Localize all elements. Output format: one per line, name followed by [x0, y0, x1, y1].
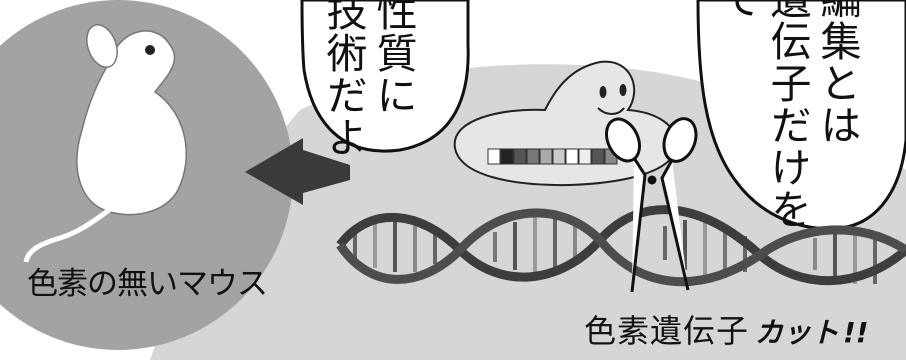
speech-right-line-1: 編集とは — [813, 0, 861, 146]
speech-bubble-left — [300, 0, 470, 153]
protein-mouth — [597, 107, 625, 115]
mouse-eye — [145, 45, 155, 55]
white-mouse — [23, 24, 187, 263]
protein-eye-right — [619, 84, 627, 96]
scissors-icon — [605, 117, 698, 293]
speech-bubble-right — [696, 0, 906, 231]
exclaim-label: !! — [843, 316, 869, 349]
gene-label: 色素遺伝子 — [584, 312, 750, 350]
speech-text-left: 性質に 技術だよ — [318, 0, 418, 158]
speech-left-line-2: 技術だよ — [319, 0, 367, 158]
arrow-icon — [245, 138, 350, 205]
guide-rna-blocks — [487, 148, 618, 165]
cut-label: カット — [755, 316, 840, 349]
dna-double-helix — [336, 205, 906, 287]
speech-left-line-1: 性質に — [369, 0, 417, 116]
speech-right-line-2: 遺伝子だけを — [763, 0, 811, 230]
speech-text-right: 編集とは 遺伝子だけを て — [712, 0, 862, 230]
dna-strand-b — [336, 208, 906, 287]
gene-cut-caption: 色素遺伝子カット!! — [584, 306, 869, 352]
mouse-label: 色素の無いマウス — [27, 266, 268, 302]
speech-right-line-3: て — [713, 0, 761, 20]
protein-eye-left — [599, 86, 607, 98]
